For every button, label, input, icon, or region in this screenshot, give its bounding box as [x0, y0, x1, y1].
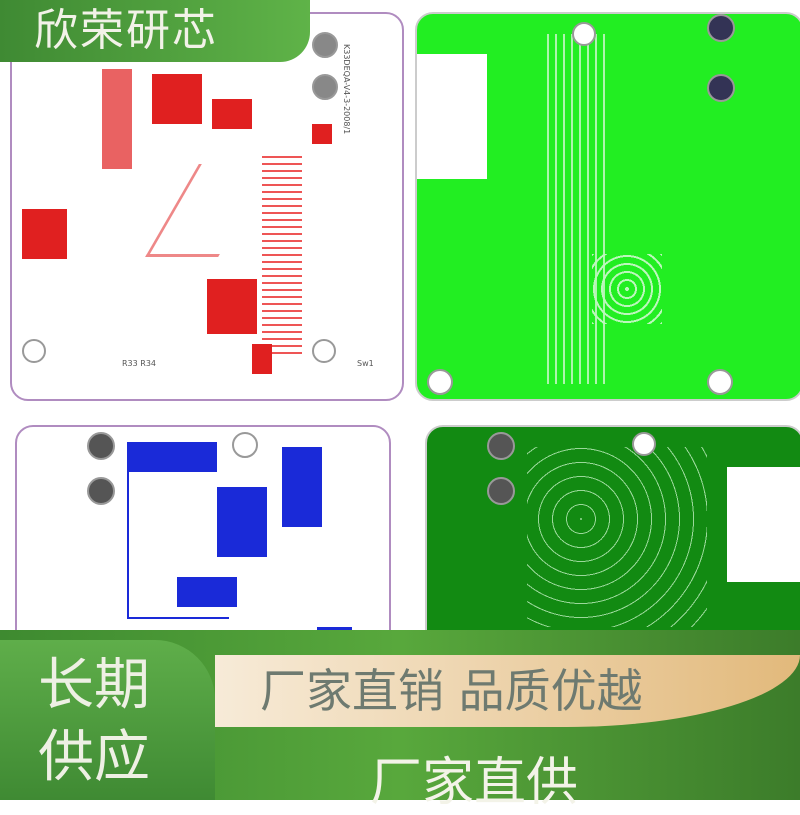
long-term-supply-tag: 长期 供应: [0, 640, 215, 800]
brand-logo: 欣荣研芯: [0, 0, 310, 62]
tag-line-2: 供应: [38, 725, 150, 790]
pcb-dark-green-board: [425, 425, 800, 659]
board-label: R33 R34: [122, 359, 157, 368]
factory-direct-slogan: 厂家直供: [370, 753, 579, 813]
pcb-blue-board: [15, 425, 391, 659]
board-label: K33DEQA-V4-3-2008/1: [342, 44, 351, 135]
tag-line-1: 长期: [38, 653, 150, 718]
board-label: Sw1: [357, 359, 374, 368]
ribbon-slogan: 厂家直销 品质优越: [215, 655, 800, 727]
pcb-red-board: K33DEQA-V4-3-2008/1 R33 R34 Sw1: [10, 12, 404, 401]
pcb-bright-green-board: [415, 12, 800, 401]
